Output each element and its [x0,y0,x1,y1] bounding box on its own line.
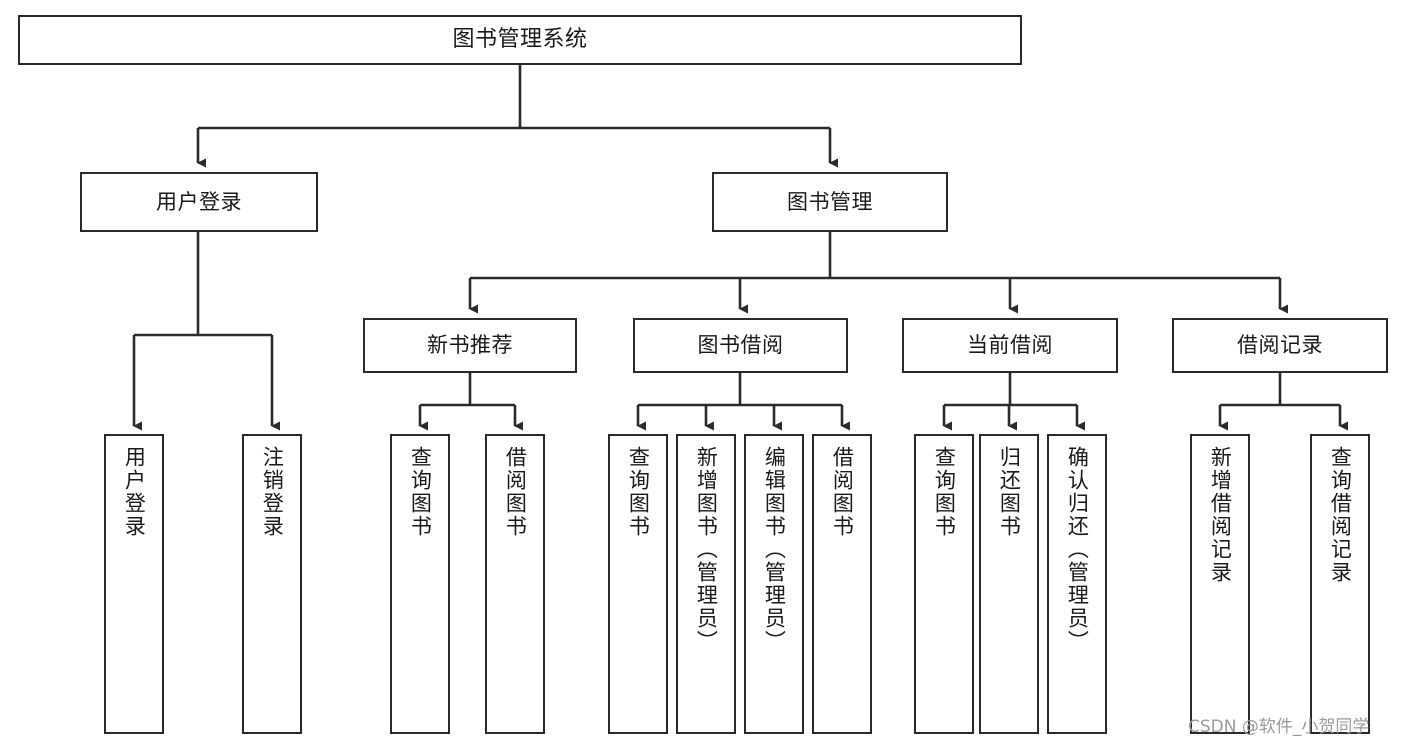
node-label: 归还图书 [997,446,1022,538]
node-borrow-record[interactable]: 借阅记录 [1172,318,1388,373]
node-label: 用户登录 [122,446,147,538]
leaf-bookborrow-borrow-book[interactable]: 借阅图书 [812,434,872,734]
leaf-bookborrow-query-book[interactable]: 查询图书 [608,434,668,734]
node-label: 借阅记录 [1237,333,1323,358]
leaf-borrowrecord-query-record[interactable]: 查询借阅记录 [1310,434,1370,734]
node-label: 图书管理系统 [452,27,588,53]
node-new-book-recommend[interactable]: 新书推荐 [363,318,577,373]
node-label: 当前借阅 [967,333,1053,358]
node-label: 查询借阅记录 [1328,446,1353,584]
node-label: 新书推荐 [427,333,513,358]
node-label: 编辑图书（管理员） [762,446,787,653]
leaf-bookborrow-add-book-admin[interactable]: 新增图书（管理员） [676,434,736,734]
node-current-borrow[interactable]: 当前借阅 [902,318,1118,373]
node-label: 查询图书 [408,446,433,538]
leaf-newbook-query-book[interactable]: 查询图书 [390,434,450,734]
node-label: 用户登录 [156,189,242,214]
node-root-system[interactable]: 图书管理系统 [18,15,1022,65]
leaf-currentborrow-query-book[interactable]: 查询图书 [914,434,974,734]
node-label: 借阅图书 [830,446,855,538]
node-label: 注销登录 [260,446,285,538]
node-user-login[interactable]: 用户登录 [80,172,318,232]
leaf-logout[interactable]: 注销登录 [242,434,302,734]
leaf-currentborrow-confirm-return-admin[interactable]: 确认归还（管理员） [1047,434,1107,734]
leaf-user-login[interactable]: 用户登录 [104,434,164,734]
node-label: 查询图书 [626,446,651,538]
node-label: 图书借阅 [697,333,784,358]
node-label: 查询图书 [932,446,957,538]
leaf-currentborrow-return-book[interactable]: 归还图书 [979,434,1039,734]
node-label: 图书管理 [787,189,873,214]
leaf-newbook-borrow-book[interactable]: 借阅图书 [485,434,545,734]
node-label: 新增借阅记录 [1208,446,1233,584]
leaf-bookborrow-edit-book-admin[interactable]: 编辑图书（管理员） [744,434,804,734]
node-label: 借阅图书 [503,446,528,538]
node-label: 确认归还（管理员） [1065,446,1090,653]
node-book-management[interactable]: 图书管理 [712,172,948,232]
node-book-borrow[interactable]: 图书借阅 [633,318,848,373]
node-label: 新增图书（管理员） [694,446,719,653]
leaf-borrowrecord-add-record[interactable]: 新增借阅记录 [1190,434,1250,734]
csdn-watermark: CSDN @软件_小贺同学 [1188,717,1370,737]
